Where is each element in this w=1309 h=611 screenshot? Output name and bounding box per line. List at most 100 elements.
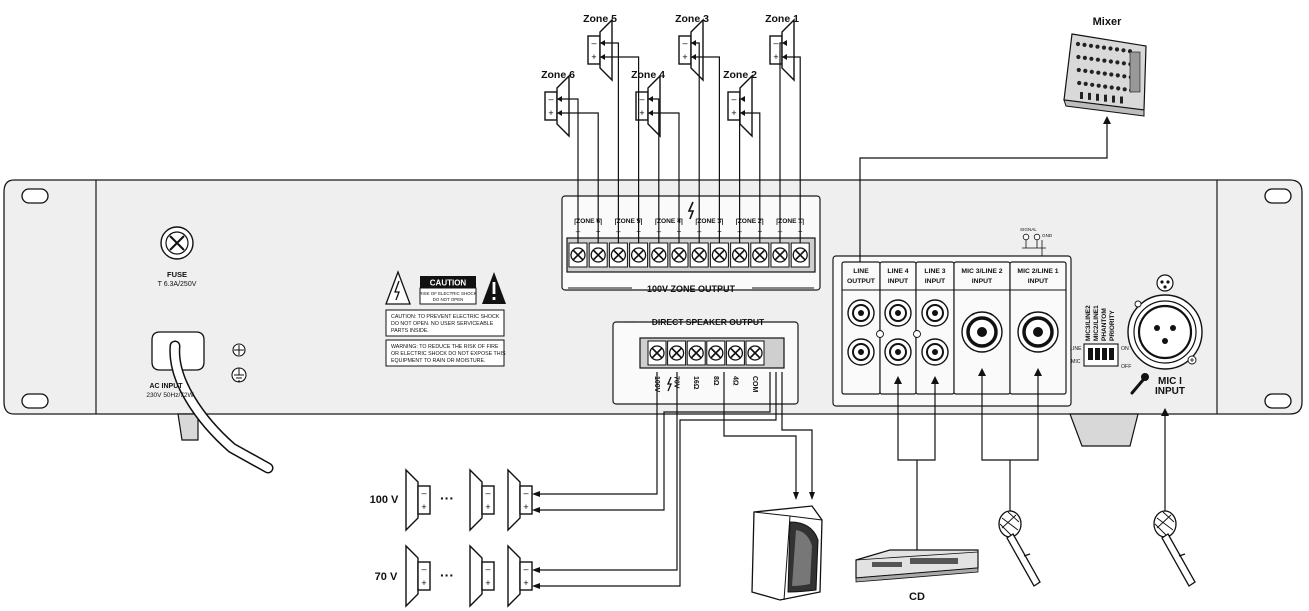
ac-input-rating: 230V 50Hz/72W <box>146 392 194 399</box>
fuse-label: FUSE <box>167 270 187 279</box>
zone-wire-minus <box>557 98 579 243</box>
direct-terminal-screw[interactable] <box>725 340 746 366</box>
caution-note2-line3: EQUIPMENT TO RAIN OR MOISTURE. <box>391 358 485 364</box>
mic2-jack[interactable] <box>1016 310 1060 354</box>
line-output-rca-top[interactable] <box>847 299 875 327</box>
zone-speaker-zone1 <box>769 19 795 81</box>
ground-icon <box>231 343 247 383</box>
zone-speaker-label: Zone 1 <box>765 13 799 25</box>
line-output-rca-bottom[interactable] <box>847 338 875 366</box>
direct-output-wires <box>532 372 815 589</box>
zone-terminal-screw[interactable] <box>669 242 689 268</box>
direct-output-title: DIRECT SPEAKER OUTPUT <box>652 317 765 327</box>
input-wires <box>894 368 1169 552</box>
zone-wire-plus <box>740 112 761 243</box>
mic3-label-2: INPUT <box>972 278 993 285</box>
line4-rca-bottom[interactable] <box>884 338 912 366</box>
caution-label: CAUTION RISK OF ELECTRIC SHOCK DO NOT OP… <box>385 270 506 367</box>
mic1-label-2: INPUT <box>1155 386 1185 397</box>
zone-output-title: 100V ZONE OUTPUT <box>647 284 736 294</box>
zone-wire-plus <box>600 56 640 243</box>
mic3-jack[interactable] <box>960 310 1004 354</box>
microphone-icon <box>1130 373 1149 395</box>
mixer-label: Mixer <box>1093 16 1122 28</box>
caution-note1-line1: CAUTION: TO PREVENT ELECTRIC SHOCK <box>391 314 500 320</box>
mic1-xlr-input[interactable] <box>1127 294 1203 370</box>
dip-switch[interactable] <box>1083 343 1119 367</box>
zone-terminal-screw[interactable] <box>770 242 790 268</box>
caution-note-box <box>385 309 505 337</box>
gnd-label: GND <box>1042 233 1053 238</box>
caution-note1-line2: DO NOT OPEN. NO USER SERVICEABLE <box>391 321 494 327</box>
direct-terminal-screw[interactable] <box>745 340 765 366</box>
caution-note2-line1: WARNING: TO REDUCE THE RISK OF FIRE <box>391 344 499 350</box>
direct-terminal-label: 70V <box>673 376 680 389</box>
caution-note1-line3: PARTS INSIDE. <box>391 328 429 334</box>
direct-terminal-label: 16Ω <box>692 376 699 390</box>
zone-speakers: Zone 6 Zone 5 Zone 4 Zone 3 Zone 2 Zone 1 <box>541 13 799 137</box>
fuse-rating: T 6.3A/250V <box>158 281 197 288</box>
signal-label: SIGNAL <box>1020 227 1037 232</box>
direct-terminal-screw[interactable] <box>686 340 707 366</box>
mixer-cable <box>859 120 1108 262</box>
rack-slot-top-right <box>1264 188 1292 204</box>
direct-terminal-screw[interactable] <box>666 340 687 366</box>
fuse-holder[interactable] <box>160 226 194 260</box>
line-output-label-2: OUTPUT <box>847 278 876 285</box>
zone-output-lightning-icon <box>687 201 695 220</box>
speakers-100v-ellipsis: ··· <box>440 490 454 506</box>
zone-terminal-screw[interactable] <box>749 242 770 268</box>
dip-mic-label: MIC <box>1071 359 1081 365</box>
zone-terminal-label: ZONE 5 <box>617 218 641 225</box>
dip-label-2: MIC2/LINE1 <box>1093 305 1100 341</box>
zone-terminal-label: ZONE 2 <box>738 218 762 225</box>
zone-terminal-screw[interactable] <box>628 242 649 268</box>
zone-terminal-screw[interactable] <box>689 242 710 268</box>
dip-label-1: MIC3/LINE2 <box>1085 305 1092 341</box>
zone-speaker-label: Zone 6 <box>541 69 575 81</box>
zone-terminal-label: ZONE 4 <box>657 218 681 225</box>
rack-slot-bottom-right <box>1264 393 1292 409</box>
direct-terminal-label: 4Ω <box>731 376 738 386</box>
zone-terminal-screw[interactable] <box>608 242 629 268</box>
speakers-70v-ellipsis: ··· <box>440 567 454 583</box>
zone-terminal-screw[interactable] <box>588 242 609 268</box>
zone-terminal-label: ZONE 1 <box>778 218 802 225</box>
zone-terminal-screw[interactable] <box>790 242 811 268</box>
zone-wire-minus <box>779 42 782 243</box>
dip-label-3: PHANTOM <box>1101 308 1108 341</box>
line3-rca-top[interactable] <box>921 299 949 327</box>
line4-rca-top[interactable] <box>884 299 912 327</box>
rack-slot-top-left <box>21 188 49 204</box>
zone-wires <box>557 40 801 243</box>
direct-terminal-screw[interactable] <box>647 340 667 366</box>
cabinet-speaker <box>751 505 823 601</box>
caution-sub2: DO NOT OPEN <box>433 297 464 302</box>
zone-terminal-screw[interactable] <box>568 242 588 268</box>
rca-ground-icon <box>913 330 921 338</box>
zone-terminal-screw[interactable] <box>729 242 750 268</box>
zone-terminal-screw[interactable] <box>709 242 730 268</box>
ac-input-socket[interactable] <box>151 331 274 474</box>
direct-terminal-screw[interactable] <box>705 340 726 366</box>
zone-speaker-label: Zone 3 <box>675 13 709 25</box>
zone-speaker-zone4 <box>635 75 661 137</box>
microphone-mic1 <box>1153 510 1196 587</box>
caution-sub1: RISK OF ELECTRIC SHOCK <box>419 291 476 296</box>
zone-speaker-label: Zone 4 <box>631 69 665 81</box>
line3-label-1: LINE 3 <box>924 268 945 275</box>
ac-input-label: AC INPUT <box>149 383 183 390</box>
zone-speaker-label: Zone 5 <box>583 13 617 25</box>
line3-rca-bottom[interactable] <box>921 338 949 366</box>
mic2-label-2: INPUT <box>1028 278 1049 285</box>
zone-speaker-label: Zone 2 <box>723 69 757 81</box>
mixer-device <box>1063 33 1147 117</box>
line3-label-2: INPUT <box>925 278 946 285</box>
foot-right <box>1069 413 1139 447</box>
direct-terminal-label: COM <box>751 376 758 393</box>
rca-ground-icon <box>876 330 884 338</box>
speakers-100v-label: 100 V <box>370 494 399 506</box>
zone-terminal-screw[interactable] <box>648 242 669 268</box>
dip-on-label: ON <box>1121 346 1129 352</box>
